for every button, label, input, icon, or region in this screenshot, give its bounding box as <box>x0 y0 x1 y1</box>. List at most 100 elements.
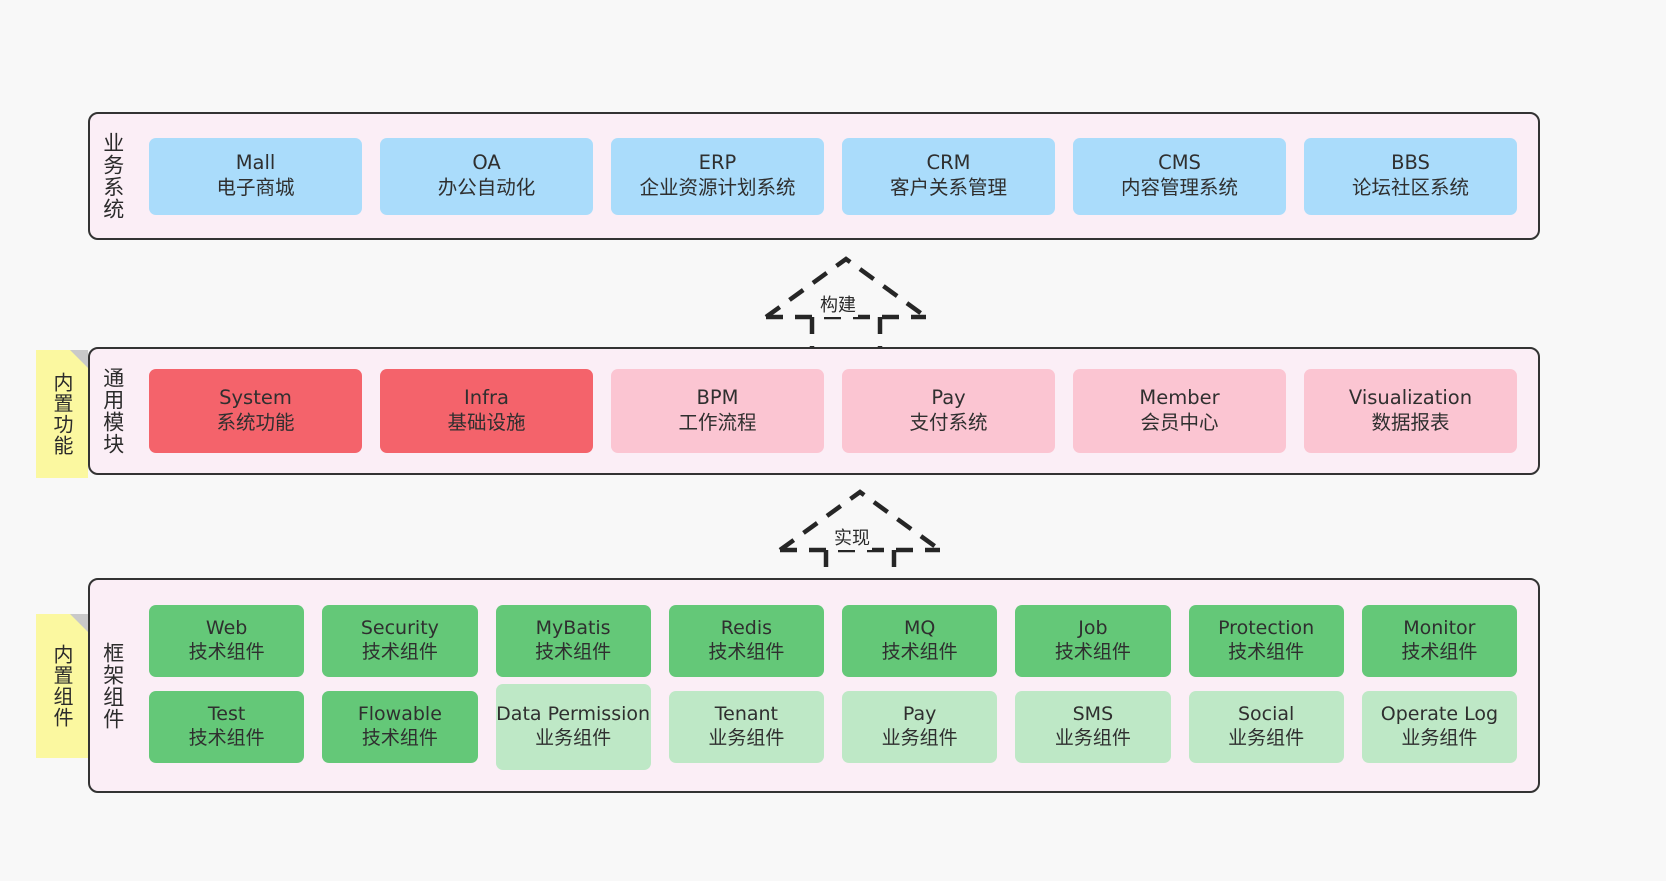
card-title: Redis <box>720 617 773 640</box>
card-title: Data Permission <box>496 703 651 726</box>
card-title: Protection <box>1218 617 1315 640</box>
card-subtitle: 会员中心 <box>1140 411 1219 434</box>
card-security[interactable]: Security 技术组件 <box>322 605 478 677</box>
arrow-build: 构建 <box>756 255 936 347</box>
card-subtitle: 技术组件 <box>361 727 438 749</box>
card-title: MQ <box>903 617 936 640</box>
layer-common-modules: 通用模块 System 系统功能 Infra 基础设施 BPM 工作流程 Pay <box>88 347 1540 475</box>
card-bbs[interactable]: BBS 论坛社区系统 <box>1304 137 1517 215</box>
card-monitor[interactable]: Monitor 技术组件 <box>1361 605 1517 677</box>
card-mybatis[interactable]: MyBatis 技术组件 <box>495 605 651 677</box>
card-subtitle: 技术组件 <box>188 641 265 663</box>
framework-card-row-2: Test 技术组件 Flowable 技术组件 Data Permission … <box>140 684 1526 770</box>
card-subtitle: 论坛社区系统 <box>1351 176 1469 199</box>
card-title: Infra <box>464 386 509 410</box>
card-subtitle: 技术组件 <box>881 641 958 663</box>
card-oa[interactable]: OA 办公自动化 <box>380 137 593 215</box>
card-title: Pay <box>902 703 937 726</box>
business-card-row: Mall 电子商城 OA 办公自动化 ERP 企业资源计划系统 CRM 客户关系… <box>140 137 1526 215</box>
card-crm[interactable]: CRM 客户关系管理 <box>842 137 1055 215</box>
card-job[interactable]: Job 技术组件 <box>1015 605 1171 677</box>
card-subtitle: 技术组件 <box>1228 641 1305 663</box>
card-erp[interactable]: ERP 企业资源计划系统 <box>611 137 824 215</box>
card-title: Operate Log <box>1380 703 1499 726</box>
card-title: Social <box>1237 703 1295 726</box>
card-subtitle: 技术组件 <box>708 641 785 663</box>
layer-framework-components: 框架组件 Web 技术组件 Security 技术组件 MyBatis 技术组件… <box>88 578 1540 793</box>
card-redis[interactable]: Redis 技术组件 <box>668 605 824 677</box>
card-flowable[interactable]: Flowable 技术组件 <box>322 691 478 763</box>
arrow-implement: 实现 <box>770 488 950 580</box>
card-system[interactable]: System 系统功能 <box>149 369 362 453</box>
card-title: OA <box>472 151 501 175</box>
arrow-head-outline <box>764 256 928 319</box>
card-subtitle: 基础设施 <box>447 411 526 434</box>
card-subtitle: 支付系统 <box>909 411 988 434</box>
card-subtitle: 业务组件 <box>1401 727 1478 749</box>
card-bpm[interactable]: BPM 工作流程 <box>611 369 824 453</box>
card-test[interactable]: Test 技术组件 <box>149 691 305 763</box>
card-mq[interactable]: MQ 技术组件 <box>842 605 998 677</box>
card-subtitle: 办公自动化 <box>437 176 536 199</box>
card-subtitle: 业务组件 <box>708 727 785 749</box>
card-web[interactable]: Web 技术组件 <box>149 605 305 677</box>
card-subtitle: 技术组件 <box>1401 641 1478 663</box>
card-title: Tenant <box>714 703 778 726</box>
card-operate-log[interactable]: Operate Log 业务组件 <box>1361 691 1517 763</box>
card-subtitle: 业务组件 <box>1228 727 1305 749</box>
layer-body-common: System 系统功能 Infra 基础设施 BPM 工作流程 Pay 支付系统… <box>134 349 1538 473</box>
layer-body-business: Mall 电子商城 OA 办公自动化 ERP 企业资源计划系统 CRM 客户关系… <box>134 114 1538 238</box>
card-title: Test <box>207 703 246 726</box>
note-fold-icon <box>70 350 88 368</box>
arrow-label-implement: 实现 <box>832 524 872 550</box>
arrow-head-outline <box>778 489 942 552</box>
card-protection[interactable]: Protection 技术组件 <box>1188 605 1344 677</box>
card-subtitle: 系统功能 <box>216 411 295 434</box>
card-sms[interactable]: SMS 业务组件 <box>1015 691 1171 763</box>
card-subtitle: 企业资源计划系统 <box>639 176 796 199</box>
card-title: Pay <box>931 386 966 410</box>
card-member[interactable]: Member 会员中心 <box>1073 369 1286 453</box>
card-social[interactable]: Social 业务组件 <box>1188 691 1344 763</box>
card-title: Mall <box>235 151 276 175</box>
card-subtitle: 技术组件 <box>361 641 438 663</box>
card-title: Security <box>360 617 439 640</box>
card-title: BBS <box>1391 151 1430 175</box>
card-pay-component[interactable]: Pay 业务组件 <box>842 691 998 763</box>
card-title: ERP <box>698 151 737 175</box>
card-subtitle: 业务组件 <box>881 727 958 749</box>
layer-title-business: 业务系统 <box>100 132 125 220</box>
card-tenant[interactable]: Tenant 业务组件 <box>668 691 824 763</box>
note-label: 内置组件 <box>50 644 74 728</box>
card-title: Flowable <box>357 703 442 726</box>
card-subtitle: 数据报表 <box>1371 411 1450 434</box>
note-builtin-features: 内置功能 <box>36 350 88 478</box>
card-subtitle: 客户关系管理 <box>889 176 1007 199</box>
card-title: BPM <box>696 386 739 410</box>
layer-body-framework: Web 技术组件 Security 技术组件 MyBatis 技术组件 Redi… <box>134 580 1538 791</box>
card-title: Monitor <box>1403 617 1476 640</box>
framework-card-row-1: Web 技术组件 Security 技术组件 MyBatis 技术组件 Redi… <box>140 605 1526 677</box>
card-title: System <box>219 386 292 410</box>
card-cms[interactable]: CMS 内容管理系统 <box>1073 137 1286 215</box>
card-title: Job <box>1078 617 1108 640</box>
card-pay[interactable]: Pay 支付系统 <box>842 369 1055 453</box>
card-subtitle: 技术组件 <box>535 641 612 663</box>
card-title: Visualization <box>1348 386 1473 410</box>
card-title: SMS <box>1072 703 1114 726</box>
card-mall[interactable]: Mall 电子商城 <box>149 137 362 215</box>
card-subtitle: 业务组件 <box>535 727 612 749</box>
note-label: 内置功能 <box>50 372 74 456</box>
note-fold-icon <box>70 614 88 632</box>
card-visualization[interactable]: Visualization 数据报表 <box>1304 369 1517 453</box>
card-subtitle: 业务组件 <box>1054 727 1131 749</box>
layer-title-common: 通用模块 <box>100 367 125 455</box>
card-title: MyBatis <box>535 617 611 640</box>
card-title: Member <box>1139 386 1220 410</box>
common-card-row: System 系统功能 Infra 基础设施 BPM 工作流程 Pay 支付系统… <box>140 369 1526 453</box>
card-data-permission[interactable]: Data Permission 业务组件 <box>495 684 651 770</box>
layer-business-systems: 业务系统 Mall 电子商城 OA 办公自动化 ERP 企业资源计划系统 CRM <box>88 112 1540 240</box>
card-infra[interactable]: Infra 基础设施 <box>380 369 593 453</box>
card-subtitle: 工作流程 <box>678 411 757 434</box>
